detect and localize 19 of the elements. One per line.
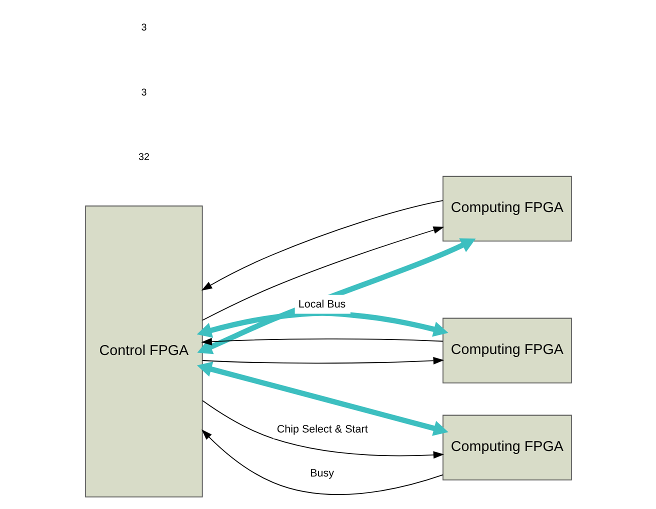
arrow: [196, 362, 448, 436]
edge-label: Busy: [310, 467, 334, 480]
arrow: [202, 356, 444, 364]
arrow: [202, 400, 444, 459]
node-box: Computing FPGA: [442, 176, 572, 242]
arrow: [196, 238, 476, 354]
arrow: [196, 310, 448, 338]
arrow: [202, 226, 444, 321]
label: 32: [138, 152, 149, 164]
edge-label: Local Bus: [298, 298, 346, 311]
label: 3: [140, 22, 146, 34]
node-box: Computing FPGA: [442, 414, 572, 480]
arrow: [200, 200, 443, 291]
label: 3: [140, 87, 146, 98]
arrow: [201, 429, 443, 495]
arrow: [200, 338, 443, 346]
edge-label: Chip Select & Start: [276, 423, 368, 436]
node-box: Computing FPGA: [442, 318, 572, 384]
node-box: Control FPGA: [84, 206, 202, 498]
